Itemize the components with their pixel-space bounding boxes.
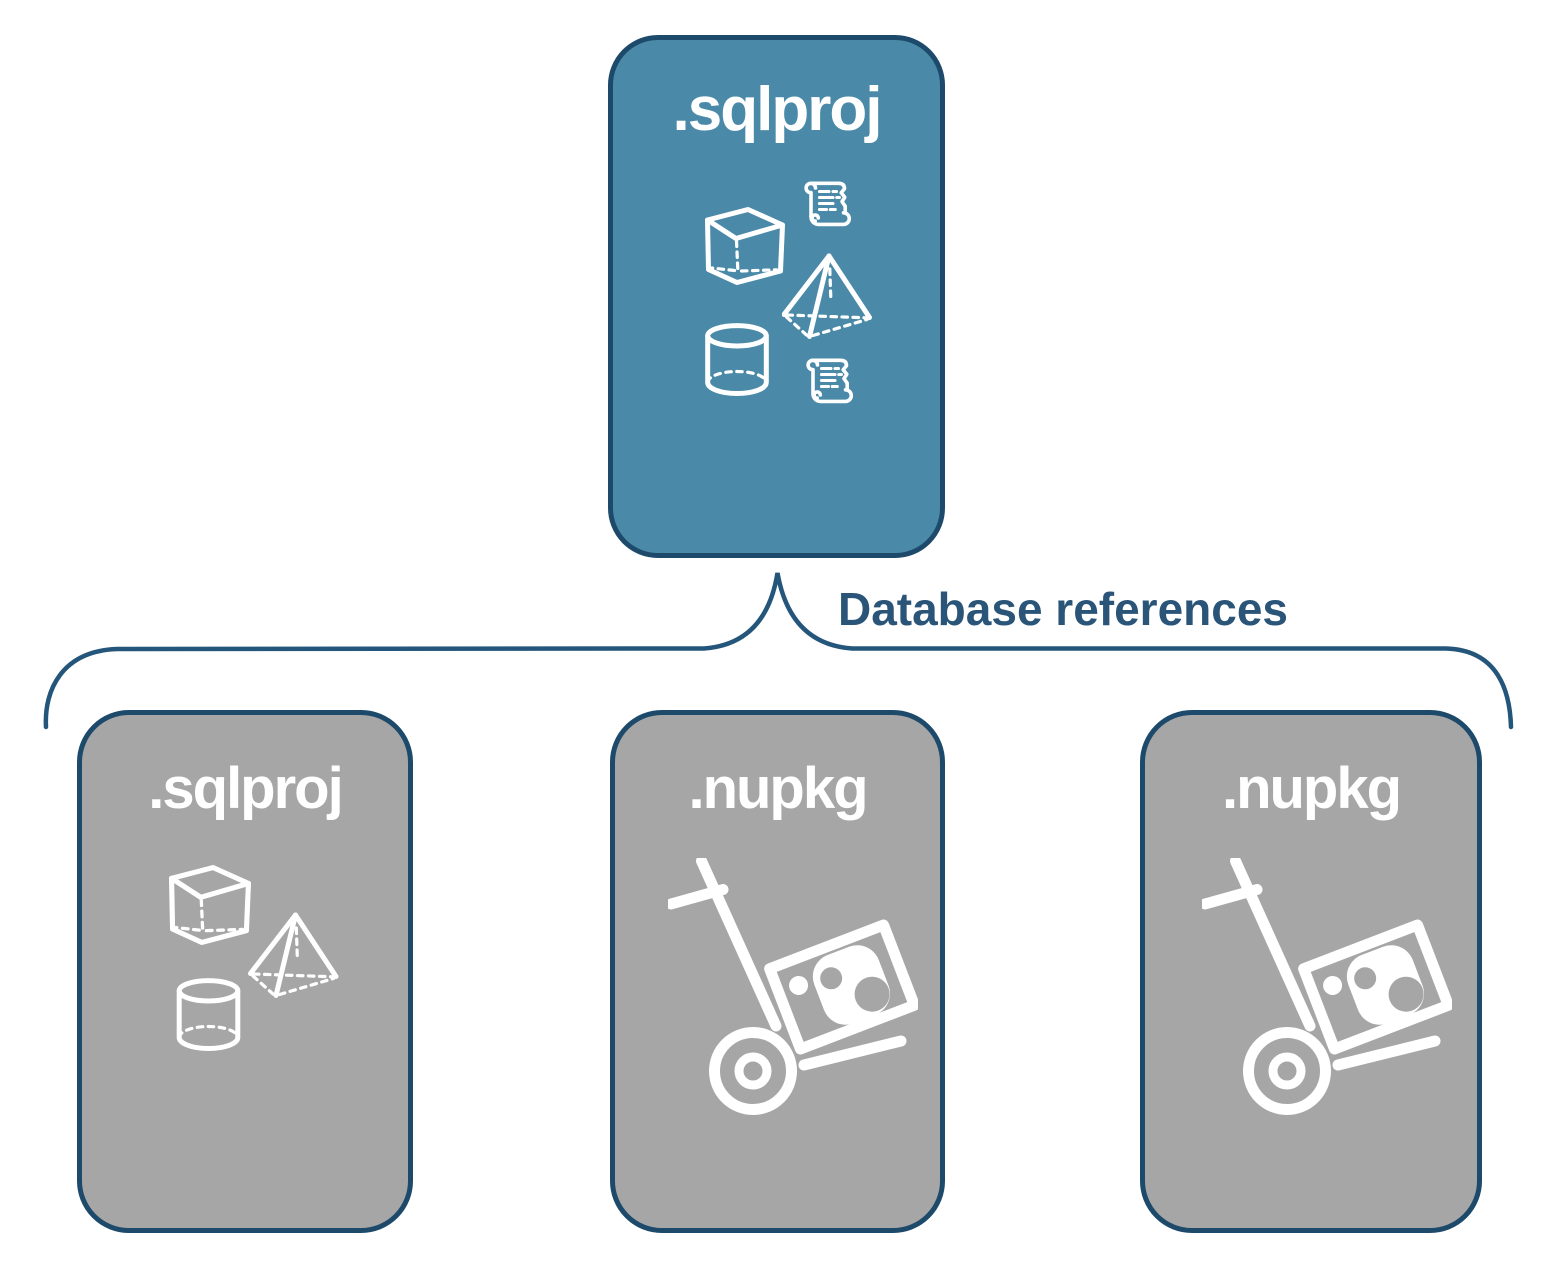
ref-nupkg-card-1: .nupkg	[610, 710, 945, 1233]
ref-card-title: .nupkg	[688, 756, 868, 821]
main-card-title: .sqlproj	[672, 75, 883, 144]
ref-card-title: .sqlproj	[148, 756, 343, 821]
ref-sqlproj-card: .sqlproj	[77, 710, 413, 1233]
cylinder-icon	[705, 323, 769, 396]
script-scroll-icon	[804, 181, 852, 227]
ref-card-title: .nupkg	[1221, 756, 1402, 821]
connector-label: Database references	[837, 583, 1289, 635]
nuget-dolly-icon	[1202, 858, 1452, 1115]
cylinder-icon	[176, 978, 241, 1051]
nuget-dolly-icon	[668, 858, 918, 1115]
pyramid-icon	[248, 912, 339, 998]
script-scroll-icon	[806, 358, 854, 404]
main-sqlproj-card: .sqlproj	[608, 35, 945, 558]
pyramid-icon	[782, 253, 872, 339]
cube-icon	[705, 207, 785, 285]
ref-nupkg-card-2: .nupkg	[1140, 710, 1482, 1233]
cube-icon	[168, 865, 252, 945]
